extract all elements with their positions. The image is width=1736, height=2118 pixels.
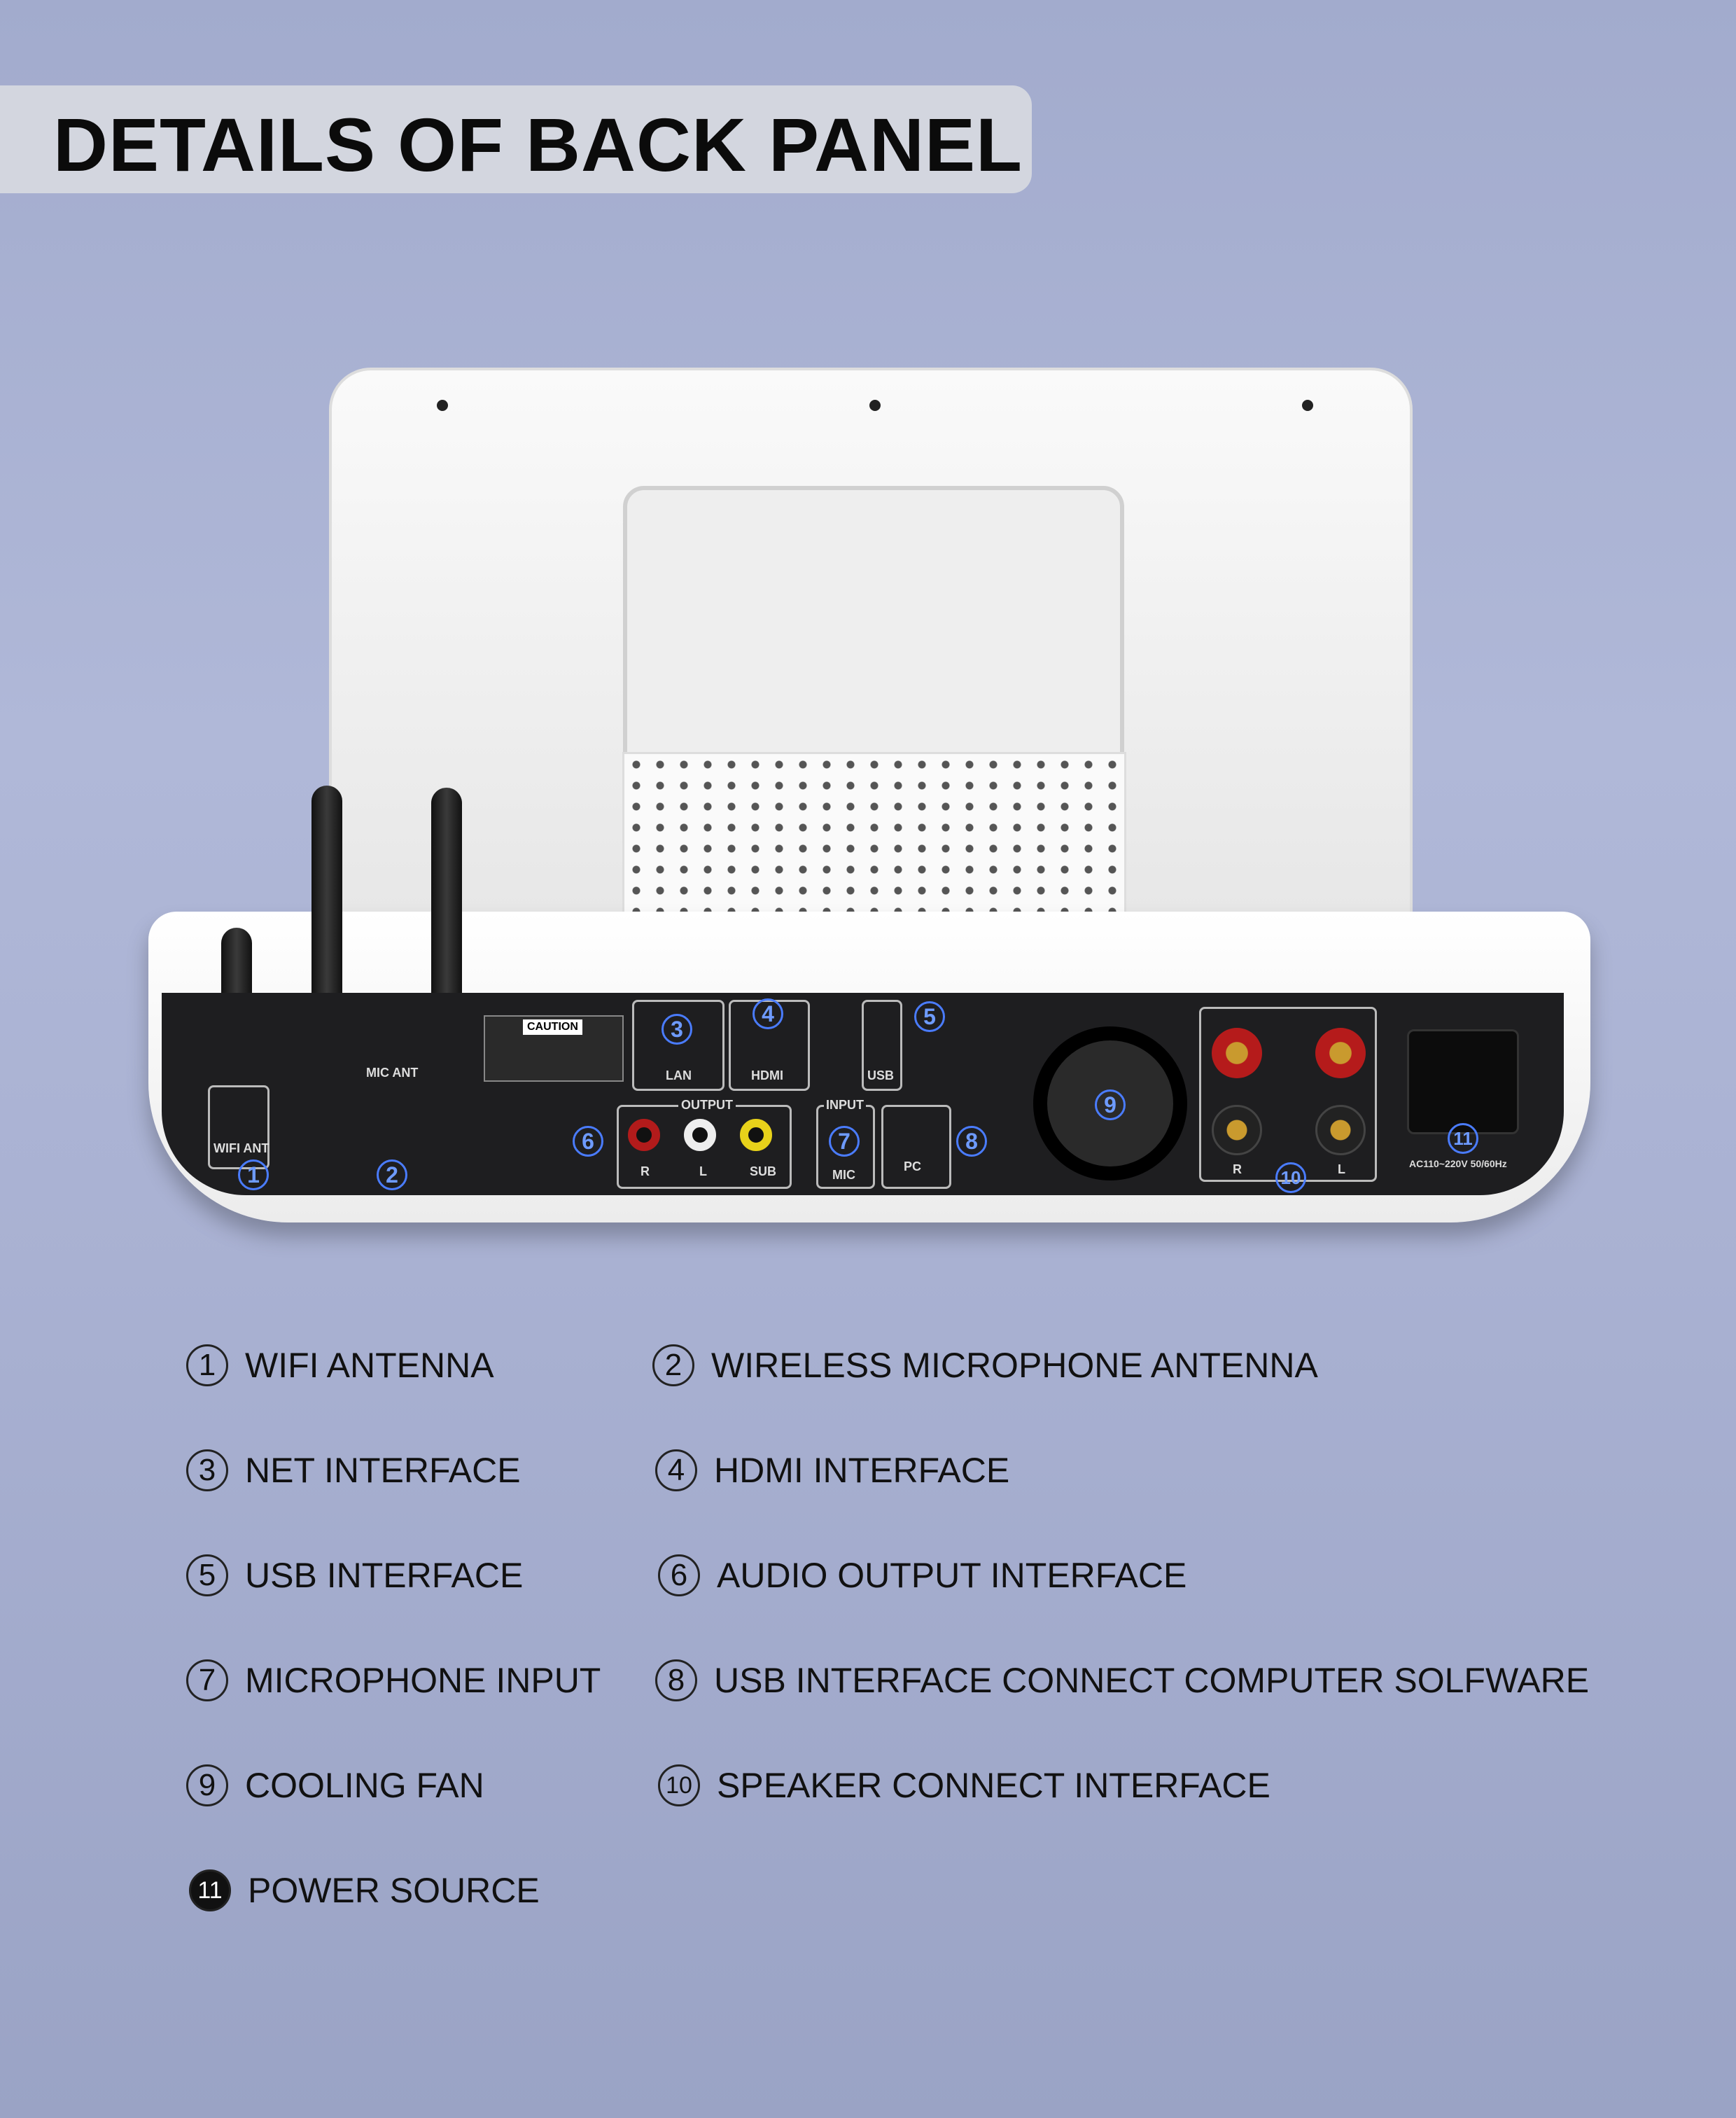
legend-label: WIFI ANTENNA [245,1346,494,1385]
caution-label: CAUTION [484,1015,624,1082]
legend-item: 11 POWER SOURCE [189,1869,540,1911]
legend-label: MICROPHONE INPUT [245,1661,601,1700]
speaker-r-plus[interactable] [1212,1028,1262,1078]
legend-number: 11 [189,1869,231,1911]
legend-label: POWER SOURCE [248,1871,540,1910]
legend-number: 9 [186,1764,228,1806]
legend-number: 3 [186,1449,228,1491]
callout-5: 5 [914,1001,945,1032]
legend-item: 10 SPEAKER CONNECT INTERFACE [658,1764,1270,1806]
speaker-r-label: R [1233,1162,1242,1176]
legend-label: HDMI INTERFACE [714,1451,1010,1490]
rca-sub-jack[interactable] [740,1119,772,1151]
mic-label: MIC [832,1168,855,1182]
wifi-ant-label: WIFI ANT [214,1141,270,1155]
screw [437,400,448,411]
power-rating-label: AC110~220V 50/60Hz [1409,1158,1507,1169]
legend-number: 8 [655,1659,697,1701]
legend-item: 4 HDMI INTERFACE [655,1449,1009,1491]
usb-label: USB [867,1068,895,1082]
title-banner: DETAILS OF BACK PANEL [0,85,1032,193]
legend-number: 1 [186,1344,228,1386]
mic-ant-label: MIC ANT [366,1066,419,1080]
rca-r-jack[interactable] [628,1119,660,1151]
legend-label: AUDIO OUTPUT INTERFACE [717,1556,1187,1595]
speaker-r-minus[interactable] [1212,1105,1262,1155]
callout-6: 6 [573,1126,603,1157]
l-label: L [699,1164,707,1178]
legend-item: 3 NET INTERFACE [186,1449,521,1491]
legend-number: 4 [655,1449,697,1491]
pc-label: PC [904,1159,922,1173]
speaker-l-minus[interactable] [1315,1105,1366,1155]
screw [869,400,881,411]
callout-7: 7 [829,1126,860,1157]
legend-item: 1 WIFI ANTENNA [186,1344,494,1386]
legend-item: 8 USB INTERFACE CONNECT COMPUTER SOLFWARE [655,1659,1589,1701]
callout-9: 9 [1095,1089,1126,1120]
legend-label: COOLING FAN [245,1766,484,1805]
speaker-l-label: L [1338,1162,1345,1176]
legend-item: 9 COOLING FAN [186,1764,484,1806]
callout-2: 2 [377,1159,407,1190]
rca-l-jack[interactable] [684,1119,716,1151]
legend-label: SPEAKER CONNECT INTERFACE [717,1766,1270,1805]
power-inlet[interactable] [1407,1029,1519,1134]
legend-number: 5 [186,1554,228,1596]
lan-label: LAN [666,1068,692,1082]
legend-label: NET INTERFACE [245,1451,521,1490]
legend-item: 7 MICROPHONE INPUT [186,1659,601,1701]
speaker-l-plus[interactable] [1315,1028,1366,1078]
callout-1: 1 [238,1159,269,1190]
legend-label: USB INTERFACE CONNECT COMPUTER SOLFWARE [714,1661,1590,1700]
legend-number: 2 [652,1344,694,1386]
callout-4: 4 [752,998,783,1029]
legend-number: 7 [186,1659,228,1701]
legend-label: USB INTERFACE [245,1556,524,1595]
screw [1302,400,1313,411]
caution-text: CAUTION [523,1019,582,1035]
hdmi-label: HDMI [751,1068,783,1082]
legend-label: WIRELESS MICROPHONE ANTENNA [711,1346,1318,1385]
callout-8: 8 [956,1126,987,1157]
usb-port[interactable] [862,1000,902,1091]
input-label: INPUT [824,1098,866,1113]
sub-label: SUB [750,1164,777,1178]
callout-10: 10 [1275,1162,1306,1193]
page-title: DETAILS OF BACK PANEL [53,102,1023,187]
callout-11: 11 [1448,1123,1478,1154]
legend-item: 5 USB INTERFACE [186,1554,523,1596]
monitor-back [329,368,1413,942]
legend-number: 10 [658,1764,700,1806]
lan-port[interactable] [632,1000,724,1091]
legend-item: 2 WIRELESS MICROPHONE ANTENNA [652,1344,1318,1386]
legend-item: 6 AUDIO OUTPUT INTERFACE [658,1554,1186,1596]
output-label: OUTPUT [678,1098,736,1113]
r-label: R [640,1164,650,1178]
wifi-port-box [208,1085,270,1169]
legend-number: 6 [658,1554,700,1596]
back-panel: WIFI ANT MIC ANT CAUTION LAN HDMI USB OU… [162,993,1564,1195]
vent-plate [622,752,1126,934]
callout-3: 3 [662,1014,692,1045]
usb-b-pc-port[interactable] [881,1105,951,1189]
